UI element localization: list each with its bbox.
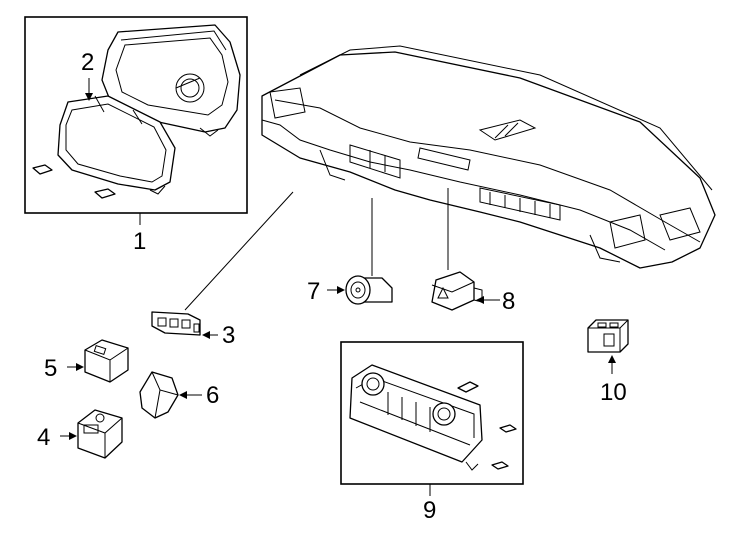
callout-4: 4 bbox=[37, 424, 50, 451]
part-4-switch: 4 bbox=[37, 409, 123, 459]
cluster-housing-drawing bbox=[101, 24, 241, 137]
climate-control-group: 9 bbox=[340, 341, 524, 524]
cluster-lens-drawing bbox=[57, 95, 176, 195]
instrument-panel-drawing bbox=[261, 45, 716, 269]
part-10-switch: 10 bbox=[587, 319, 629, 406]
cluster-clip-right bbox=[94, 188, 116, 199]
climate-box bbox=[340, 341, 524, 485]
cluster-clip-left bbox=[32, 164, 53, 175]
callout-10: 10 bbox=[600, 379, 627, 406]
callout-9: 9 bbox=[423, 497, 436, 524]
part-7-knob: 7 bbox=[307, 198, 393, 305]
callout-3: 3 bbox=[222, 322, 235, 349]
callout-1: 1 bbox=[133, 228, 146, 255]
callout-2: 2 bbox=[81, 49, 94, 76]
part-5-switch: 5 bbox=[44, 339, 129, 383]
callout-7: 7 bbox=[307, 278, 320, 305]
part-8-hazard-switch: 8 bbox=[431, 188, 515, 315]
part-3-switch: 3 bbox=[151, 191, 294, 349]
part-6-clip: 6 bbox=[139, 371, 219, 419]
callout-6: 6 bbox=[206, 382, 219, 409]
cluster-box bbox=[24, 16, 248, 214]
callout-8: 8 bbox=[502, 288, 515, 315]
leader-3-dash bbox=[184, 191, 294, 311]
instrument-cluster-group: 2 1 bbox=[24, 16, 248, 255]
callout-5: 5 bbox=[44, 355, 57, 382]
